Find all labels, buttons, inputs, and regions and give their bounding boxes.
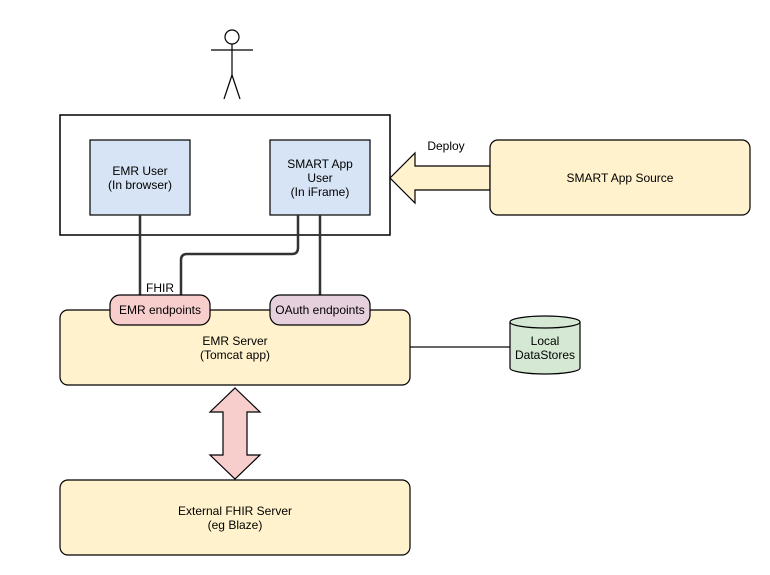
bidirectional-arrow — [208, 387, 262, 480]
smart-app-fhir-line — [179, 215, 300, 296]
smart-app-source-box[interactable] — [489, 139, 751, 216]
external-fhir-server-box[interactable] — [59, 479, 411, 556]
emr-user-box[interactable] — [89, 139, 191, 216]
emr-server-box[interactable] — [59, 309, 411, 386]
deploy-arrow — [389, 151, 491, 205]
local-datastores-cylinder-icon[interactable] — [509, 315, 581, 375]
user-actor-icon — [211, 29, 253, 100]
emr-endpoints-box[interactable] — [109, 294, 211, 326]
connectors — [138, 215, 510, 348]
oauth-endpoints-box[interactable] — [269, 294, 371, 326]
smart-app-user-box[interactable] — [269, 139, 371, 216]
